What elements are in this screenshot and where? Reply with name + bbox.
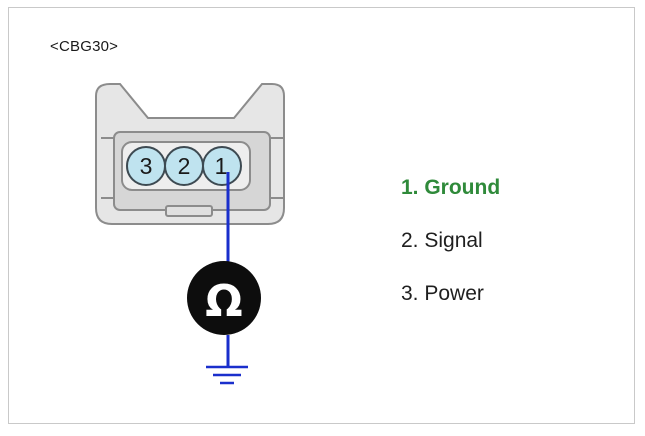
pin-number: 2 [178,153,191,179]
ground-symbol-icon [206,365,248,385]
connector-id-label: <CBG30> [50,38,119,55]
ohm-symbol: Ω [205,276,242,327]
legend-item-power: 3. Power [401,282,484,305]
connector-pin-1: 1 [202,146,242,186]
legend-item-signal: 2. Signal [401,229,483,252]
connector-pin-2: 2 [164,146,204,186]
ohmmeter-icon: Ω [187,261,261,335]
pin-legend: 1. Ground 2. Signal 3. Power [401,172,500,331]
pin-number: 1 [215,153,228,179]
legend-item-ground: 1. Ground [401,176,501,199]
connector-pin-3: 3 [126,146,166,186]
pin-number: 3 [140,153,153,179]
